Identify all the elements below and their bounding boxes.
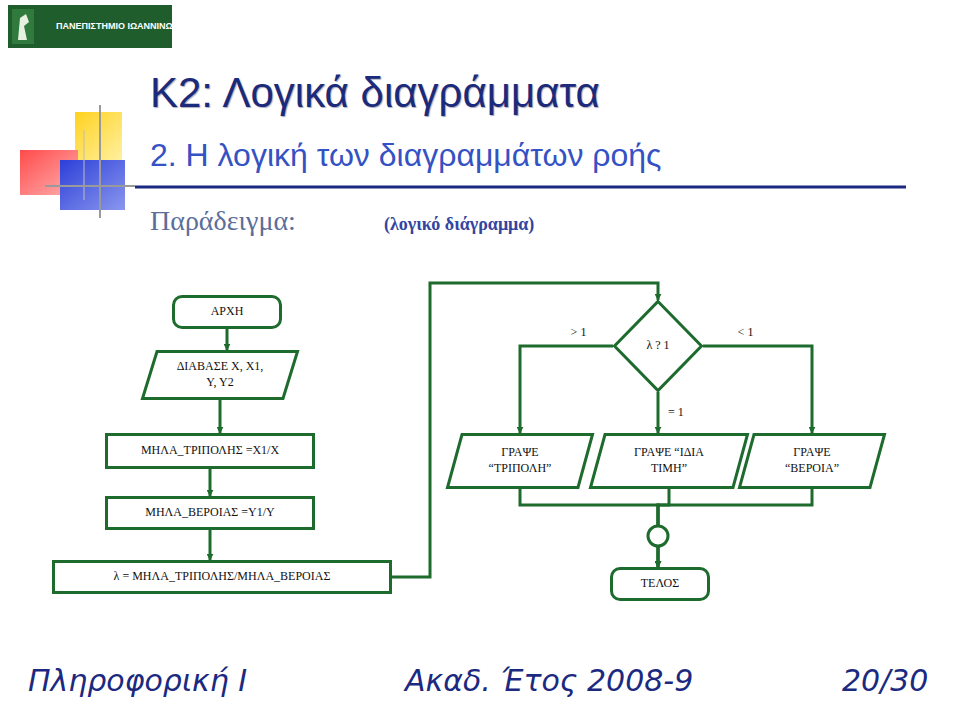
deco-line [45, 185, 135, 187]
branch-label: = 1 [666, 405, 686, 420]
node-text: ΤΕΛΟΣ [641, 576, 680, 592]
node-text: ΜΗΛΑ_ΒΕΡΟΙΑΣ =Y1/Y [145, 505, 274, 521]
flow-connector [657, 392, 660, 433]
node-text: ΔΙΑΒΑΣΕ X, X1, Y, Y2 [175, 359, 265, 390]
example-note: (λογικό διάγραμμα) [384, 215, 534, 235]
shape-outline [143, 352, 298, 399]
process-box: λ = ΜΗΛΑ_ΤΡΙΠΟΛΗΣ/ΜΗΛΑ_ΒΕΡΟΙΑΣ [52, 560, 392, 594]
node-text: ΓΡΑΨΕ “ΙΔΙΑ ΤΙΜΗ” [623, 445, 715, 476]
node-text: λ ? 1 [646, 338, 669, 354]
end-terminal: ΤΕΛΟΣ [610, 567, 710, 601]
flow-connector [703, 346, 812, 433]
footer-year: Ακαδ. Έτος 2008-9 [405, 664, 693, 697]
slide-title: Κ2: Λογικά διαγράμματα [150, 70, 600, 116]
process-box: ΜΗΛΑ_ΤΡΙΠΟΛΗΣ =X1/X [105, 433, 315, 469]
output-box: ΓΡΑΨΕ “ΒΕΡΟΙΑ” [738, 433, 886, 489]
deco-line [84, 130, 85, 200]
node-text: ΓΡΑΨΕ “ΤΡΙΠΟΛΗ” [480, 445, 560, 476]
flow-connector [219, 400, 222, 433]
logo-figure [18, 14, 29, 40]
node-text: λ = ΜΗΛΑ_ΤΡΙΠΟΛΗΣ/ΜΗΛΑ_ΒΕΡΟΙΑΣ [114, 569, 331, 585]
branch-label: > 1 [569, 325, 589, 340]
shape-outline [448, 435, 593, 488]
page-number: 20/30 [842, 664, 928, 697]
flow-connector [209, 469, 212, 496]
footer-course: Πληροφορική Ι [28, 664, 247, 697]
node-text: ΓΡΑΨΕ “ΒΕΡΟΙΑ” [772, 445, 852, 476]
decision-diamond: λ ? 1 [613, 300, 703, 392]
slide-subtitle: 2. Η λογική των διαγραμμάτων ροής [150, 138, 662, 173]
logo-emblem [12, 9, 34, 44]
title-rule [135, 186, 906, 189]
shape-outline [591, 435, 748, 488]
flow-connector [209, 530, 212, 560]
flow-connector [392, 283, 658, 577]
flow-connector [520, 489, 658, 567]
process-box: ΜΗΛΑ_ΒΕΡΟΙΑΣ =Y1/Y [105, 496, 315, 530]
shape-outline [615, 302, 702, 391]
logo-text: ΠΑΝΕΠΙΣΤΗΜΙΟ ΙΩΑΝΝΙΝΩΝ [56, 22, 179, 32]
branch-label: < 1 [736, 325, 756, 340]
node-text: ΜΗΛΑ_ΤΡΙΠΟΛΗΣ =X1/X [141, 443, 279, 459]
start-terminal: ΑΡΧΗ [172, 295, 282, 329]
deco-square [75, 112, 122, 160]
flow-connector [520, 346, 613, 433]
merge-connector [648, 526, 668, 546]
shape-outline [740, 435, 885, 488]
output-box: ΓΡΑΨΕ “ΤΡΙΠΟΛΗ” [446, 433, 594, 489]
flow-connector [226, 329, 229, 350]
deco-line [99, 105, 101, 218]
example-heading: Παράδειγμα: [150, 206, 296, 237]
node-text: ΑΡΧΗ [211, 304, 244, 320]
flow-connector [658, 489, 812, 567]
input-box: ΔΙΑΒΑΣΕ X, X1, Y, Y2 [141, 350, 299, 400]
output-box: ΓΡΑΨΕ “ΙΔΙΑ ΤΙΜΗ” [589, 433, 749, 489]
